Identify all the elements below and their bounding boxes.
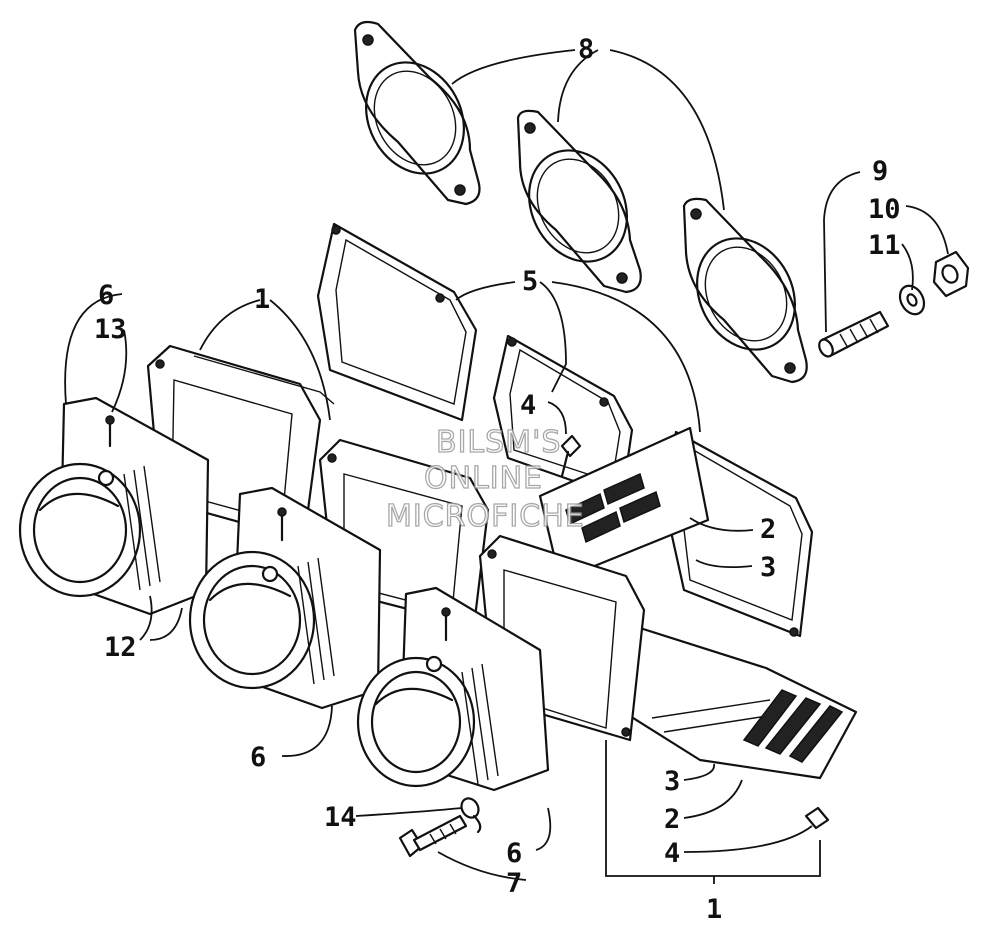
callout-7: 7 xyxy=(506,868,522,899)
intake-boot-left xyxy=(18,396,210,616)
callout-6-low: 6 xyxy=(506,838,522,869)
washer-11 xyxy=(898,284,926,316)
callout-9: 9 xyxy=(872,156,888,187)
callout-3-lower: 3 xyxy=(664,766,680,797)
callout-13: 13 xyxy=(94,314,127,345)
intake-boot-middle xyxy=(188,486,382,710)
watermark-line-2: ONLINE xyxy=(424,461,543,496)
screw-4-lower xyxy=(804,806,830,830)
watermark: BILSM'S ONLINE MICROFICHE xyxy=(385,424,585,534)
callout-2-lower: 2 xyxy=(664,804,680,835)
watermark-line-3: MICROFICHE xyxy=(386,499,585,534)
intake-boot-right xyxy=(356,586,550,792)
reed-petals-lower xyxy=(628,626,858,780)
callout-10: 10 xyxy=(868,194,901,225)
callout-1-top: 1 xyxy=(254,284,270,315)
callout-4-lower: 4 xyxy=(664,838,680,869)
washer-14 xyxy=(460,797,482,834)
reed-gasket-5-left xyxy=(316,222,478,422)
reed-petals-upper xyxy=(538,426,710,582)
callout-3-upper: 3 xyxy=(760,552,776,583)
callout-1-bottom: 1 xyxy=(706,894,722,925)
callout-12: 12 xyxy=(104,632,137,663)
callout-8: 8 xyxy=(578,34,594,65)
callout-14: 14 xyxy=(324,802,357,833)
gasket-8-right xyxy=(682,197,808,384)
callout-11: 11 xyxy=(868,230,901,261)
callout-labels: 8 9 10 11 5 4 2 3 6 13 1 12 6 14 6 7 3 2… xyxy=(94,34,901,925)
gasket-8-left xyxy=(353,20,481,206)
gasket-8-middle xyxy=(516,109,642,294)
stud-9 xyxy=(818,310,890,358)
bolt-7 xyxy=(398,814,468,858)
callout-4-upper: 4 xyxy=(520,390,536,421)
callout-6-top: 6 xyxy=(98,280,114,311)
watermark-line-1: BILSM'S xyxy=(436,425,561,460)
screw-4-upper xyxy=(560,434,582,478)
nut-10 xyxy=(932,250,970,298)
callout-5: 5 xyxy=(522,266,538,297)
leader-lines xyxy=(64,49,949,884)
callout-2-upper: 2 xyxy=(760,514,776,545)
callout-6-mid: 6 xyxy=(250,742,266,773)
